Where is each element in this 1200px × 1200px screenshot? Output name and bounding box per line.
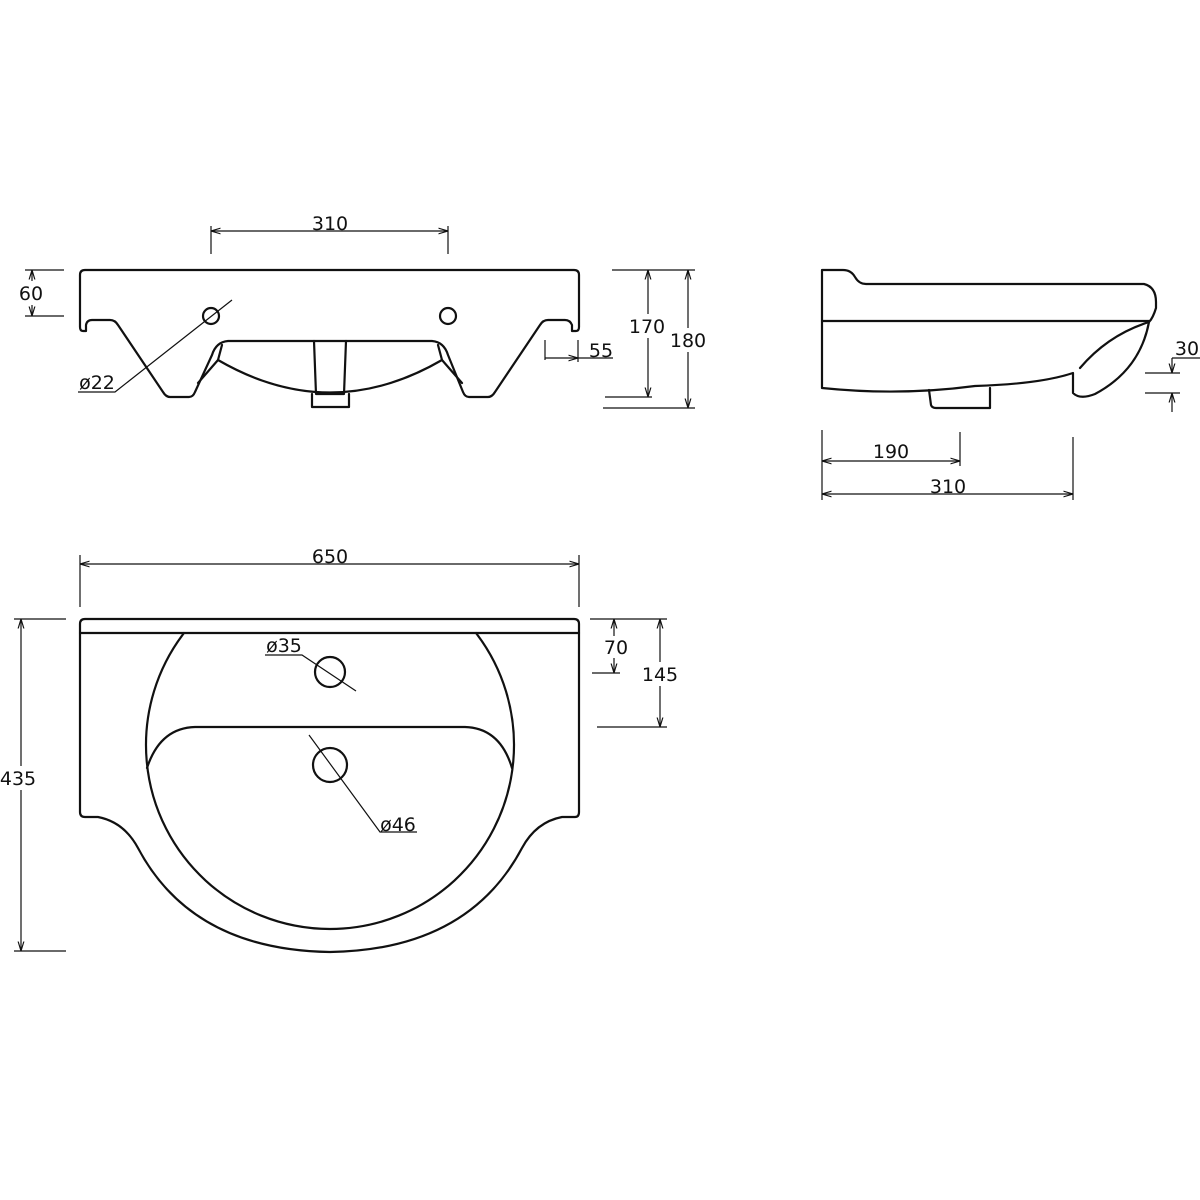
dim-46-leader (308, 734, 417, 833)
dim-170-gap (630, 314, 666, 338)
dim-shelf-depth: 145 (642, 664, 678, 686)
dim-waste-hole: ø46 (380, 814, 416, 836)
front-basin-curve (216, 358, 444, 394)
dim-waste-position: 190 (873, 441, 909, 463)
dim-depth: 310 (930, 476, 966, 498)
dim-tap-offset: 70 (604, 637, 628, 659)
dim-width: 650 (312, 546, 348, 568)
waste-hole-top (311, 746, 349, 784)
dim-70-gap (600, 636, 630, 658)
dim-leg-offset: 55 (589, 340, 613, 362)
dim-tap-hole-top: ø35 (266, 635, 302, 657)
side-waste (927, 386, 992, 410)
dim-180-gap (670, 328, 706, 352)
side-overflow-curve (1078, 320, 1151, 370)
top-outline (78, 617, 581, 954)
dim-22-leader (78, 299, 233, 393)
dim-tap-hole-front: ø22 (79, 372, 115, 394)
dim-height-inner: 170 (629, 316, 665, 338)
dim-435-gap (0, 766, 40, 790)
side-view: 30 190 310 (820, 268, 1200, 500)
dim-side-extension (821, 430, 1074, 500)
dim-deck-height: 60 (19, 283, 43, 305)
dim-height-extension (603, 269, 695, 409)
top-basin-bowl (144, 631, 516, 930)
dim-top-right-extension (590, 618, 667, 728)
front-outline (78, 268, 581, 399)
dim-35-leader (265, 654, 357, 692)
side-outline (820, 268, 1158, 398)
dim-total-depth: 435 (0, 768, 36, 790)
front-basin-sides (196, 343, 464, 385)
tap-hole-right (438, 306, 458, 326)
tap-hole-left (201, 306, 221, 326)
dim-height-total: 180 (670, 330, 706, 352)
front-waste-pipe (310, 339, 351, 409)
dim-tap-spacing: 310 (312, 213, 348, 235)
tap-hole-top (313, 655, 347, 689)
dim-overflow: 30 (1175, 338, 1199, 360)
top-view: ø35 ø46 650 435 70 145 (0, 546, 680, 954)
dim-145-gap (642, 662, 680, 686)
front-view: 310 60 ø22 55 170 180 (19, 213, 706, 409)
top-basin-shelf (145, 725, 514, 770)
